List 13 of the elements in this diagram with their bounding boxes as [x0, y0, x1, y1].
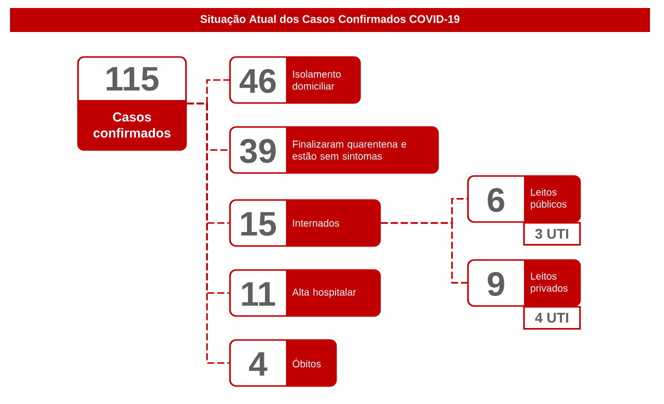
stat-card: 11 Alta hospitalar [229, 269, 381, 317]
stat-card: 46 Isolamento domiciliar [229, 56, 361, 104]
stat-card: 6 Leitos públicos 3 UTI [467, 175, 581, 246]
connector-line [186, 102, 230, 364]
stat-card: 115 Casos confirmados [77, 56, 187, 151]
node-label: 3 UTI [535, 228, 568, 239]
stat-card: 4 Óbitos [229, 339, 337, 387]
title-bar: Situação Atual dos Casos Confirmados COVID-19 [10, 8, 650, 32]
node-label: 4 UTI [535, 312, 568, 323]
stat-card: 39 Finalizaram quarentena e estão sem sintomas [229, 126, 439, 174]
stat-card: 15 Internados [229, 199, 381, 247]
stat-card: 9 Leitos privados 4 UTI [467, 259, 581, 330]
connector-line [380, 222, 468, 284]
